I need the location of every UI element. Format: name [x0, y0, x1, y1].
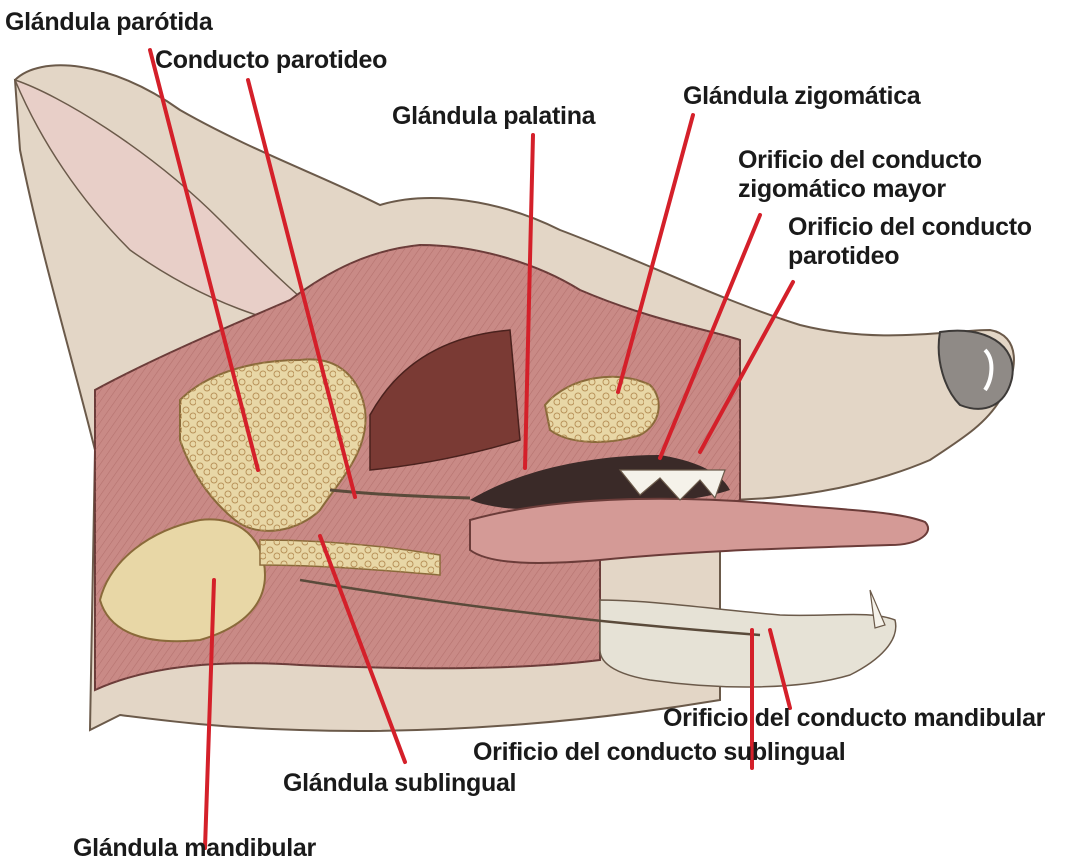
label-sublingual-gland: Glándula sublingual: [283, 769, 516, 798]
label-palatine-gland: Glándula palatina: [392, 102, 595, 131]
label-parotid-duct: Conducto parotideo: [155, 46, 387, 75]
label-sublingual-duct-orifice: Orificio del conducto sublingual: [473, 738, 845, 767]
mandible: [600, 600, 896, 687]
label-parotid-duct-orifice: Orificio del conducto parotideo: [788, 213, 1032, 271]
label-zygomatic-gland: Glándula zigomática: [683, 82, 920, 111]
tongue: [470, 499, 928, 563]
label-mandibular-duct-orifice: Orificio del conducto mandibular: [663, 704, 1045, 733]
label-parotid-gland: Glándula parótida: [5, 8, 212, 37]
label-major-zygomatic-duct-orifice: Orificio del conducto zigomático mayor: [738, 146, 982, 204]
label-mandibular-gland: Glándula mandibular: [73, 834, 316, 863]
